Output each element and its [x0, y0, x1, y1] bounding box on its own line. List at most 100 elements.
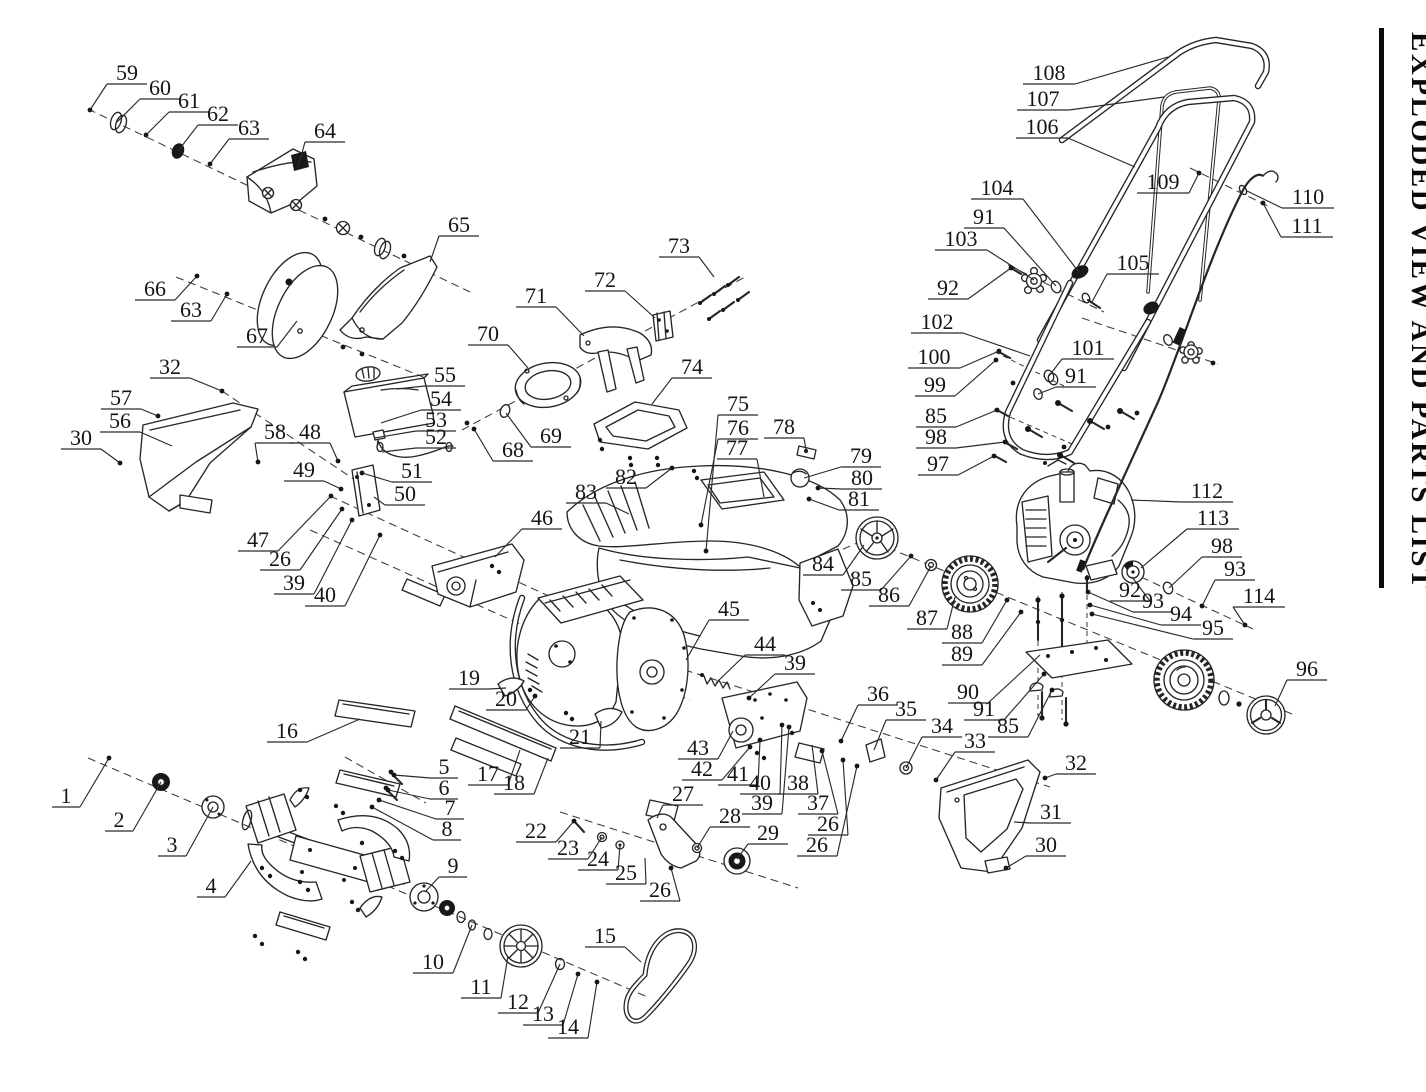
part-label-70: 70: [468, 321, 529, 369]
part-label-52: 52: [381, 424, 456, 453]
part-label-50: 50: [373, 481, 425, 506]
part-label-39: 39: [274, 517, 355, 595]
svg-text:34: 34: [931, 713, 953, 738]
part-label-33: 33: [933, 728, 995, 783]
part-label-64: 64: [297, 118, 345, 168]
part-label-8: 8: [369, 804, 461, 841]
svg-text:91: 91: [1065, 363, 1087, 388]
svg-text:39: 39: [751, 790, 773, 815]
part-label-91: 91: [964, 204, 1057, 287]
control-cable: [1076, 170, 1279, 573]
svg-text:72: 72: [594, 267, 616, 292]
svg-text:5: 5: [439, 754, 450, 779]
part-label-10: 10: [413, 924, 473, 974]
part-label-102: 102: [911, 309, 1031, 357]
part-label-9: 9: [424, 853, 467, 893]
part-label-93: 93: [1199, 556, 1255, 609]
mount-plate: [1025, 574, 1133, 727]
part-label-87: 87: [907, 596, 956, 630]
svg-text:63: 63: [180, 297, 202, 322]
part-label-26: 26: [797, 763, 860, 857]
engine: [1015, 453, 1136, 585]
svg-text:8: 8: [442, 816, 453, 841]
part-label-2: 2: [105, 781, 162, 832]
svg-text:84: 84: [812, 551, 834, 576]
svg-text:60: 60: [149, 75, 171, 100]
part-label-32: 32: [1042, 750, 1096, 781]
part-label-85: 85: [988, 687, 1055, 738]
part-label-108: 108: [1023, 56, 1169, 85]
part-label-6: 6: [385, 775, 458, 800]
svg-text:85: 85: [850, 566, 872, 591]
svg-text:30: 30: [1035, 832, 1057, 857]
svg-text:91: 91: [973, 696, 995, 721]
part-label-5: 5: [391, 754, 458, 779]
svg-text:98: 98: [925, 424, 947, 449]
part-label-30: 30: [61, 425, 123, 466]
svg-text:24: 24: [587, 846, 609, 871]
svg-text:90: 90: [957, 679, 979, 704]
part-label-37: 37: [798, 748, 839, 815]
svg-text:58: 58: [264, 419, 286, 444]
svg-text:108: 108: [1033, 60, 1066, 85]
svg-text:109: 109: [1147, 169, 1180, 194]
svg-text:47: 47: [247, 527, 269, 552]
svg-text:28: 28: [719, 803, 741, 828]
svg-text:88: 88: [951, 619, 973, 644]
part-label-41: 41: [718, 737, 763, 786]
svg-text:22: 22: [525, 818, 547, 843]
svg-text:59: 59: [116, 60, 138, 85]
part-label-16: 16: [267, 718, 361, 743]
part-label-17: 17: [468, 749, 521, 786]
part-label-26: 26: [640, 865, 681, 902]
svg-text:2: 2: [114, 807, 125, 832]
part-label-73: 73: [659, 233, 715, 278]
part-label-63: 63: [171, 291, 230, 322]
lower-handle: [1036, 94, 1256, 372]
svg-text:48: 48: [299, 419, 321, 444]
svg-text:42: 42: [691, 756, 713, 781]
svg-text:6: 6: [439, 775, 450, 800]
svg-text:9: 9: [448, 853, 459, 878]
svg-text:98: 98: [1211, 533, 1233, 558]
svg-text:71: 71: [525, 283, 547, 308]
part-label-29: 29: [736, 820, 788, 860]
pivot-bracket-43: [721, 681, 913, 775]
engine-bolt-stacks: [1084, 575, 1090, 581]
part-label-30: 30: [1003, 832, 1066, 871]
part-label-49: 49: [284, 457, 344, 492]
svg-text:61: 61: [178, 88, 200, 113]
fuel-tank: [343, 366, 454, 458]
rear-wheel-set: [1153, 649, 1286, 735]
part-label-36: 36: [838, 681, 898, 744]
part-label-77: 77: [717, 435, 765, 498]
svg-text:86: 86: [878, 582, 900, 607]
part-label-47: 47: [238, 493, 334, 552]
svg-text:35: 35: [895, 696, 917, 721]
svg-text:49: 49: [293, 457, 315, 482]
part-label-25: 25: [606, 857, 647, 885]
svg-text:102: 102: [921, 309, 954, 334]
part-label-91: 91: [964, 671, 1047, 721]
svg-text:62: 62: [207, 101, 229, 126]
svg-text:32: 32: [159, 354, 181, 379]
part-label-92: 92: [1110, 576, 1151, 602]
title-rule: [1379, 28, 1384, 588]
svg-text:97: 97: [927, 451, 949, 476]
wheel-87-set: [924, 555, 999, 613]
svg-text:12: 12: [507, 989, 529, 1014]
svg-text:11: 11: [470, 974, 491, 999]
wheel-84: [855, 516, 899, 560]
part-label-100: 100: [908, 344, 1002, 369]
svg-text:77: 77: [726, 435, 748, 460]
svg-text:45: 45: [718, 596, 740, 621]
spring: [700, 673, 731, 690]
svg-text:51: 51: [401, 458, 423, 483]
part-label-103: 103: [935, 226, 1035, 281]
part-label-76: 76: [698, 415, 758, 528]
svg-text:57: 57: [110, 385, 132, 410]
part-label-26: 26: [260, 506, 345, 571]
part-label-78: 78: [764, 414, 807, 451]
svg-text:82: 82: [615, 464, 637, 489]
